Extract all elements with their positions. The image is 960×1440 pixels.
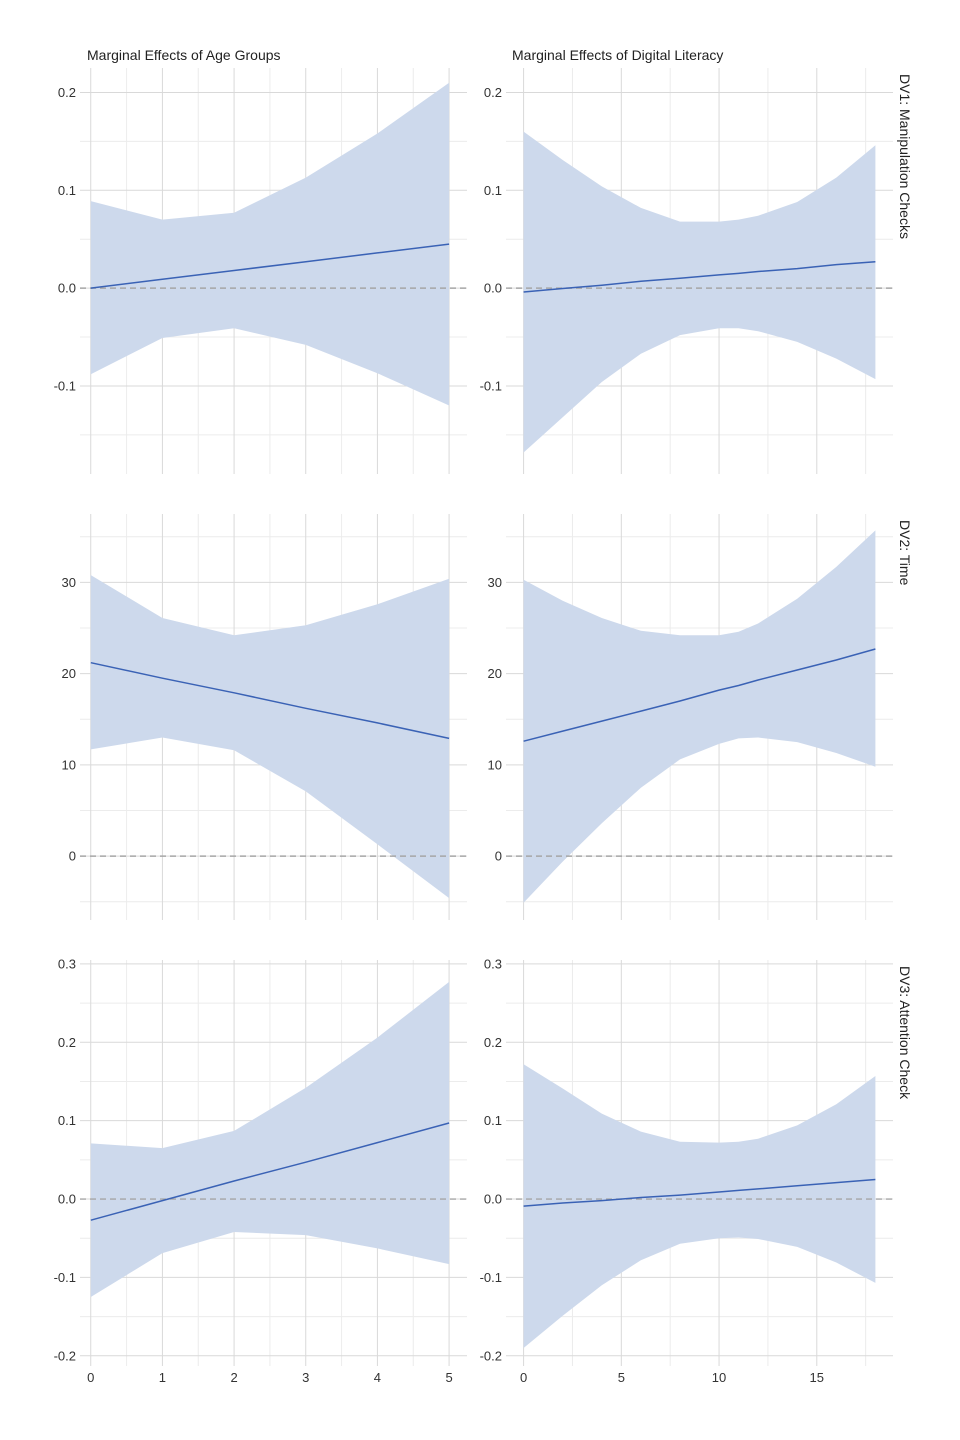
panel-r1c1: 0 10 20 30 bbox=[488, 514, 893, 920]
y-tick-label: -0.1 bbox=[54, 1270, 76, 1285]
y-tick-label: -0.1 bbox=[54, 378, 76, 393]
y-tick-label: 0.0 bbox=[484, 1192, 502, 1207]
row-label-dv2: DV2: Time bbox=[897, 520, 913, 586]
marginal-effect-line bbox=[90, 1122, 450, 1221]
confidence-ribbon bbox=[523, 131, 876, 453]
y-tick-label: 0.1 bbox=[58, 1113, 76, 1128]
y-tick-label: 0.1 bbox=[484, 183, 502, 198]
marginal-effect-line bbox=[523, 648, 876, 742]
marginal-effect-line bbox=[90, 243, 450, 289]
y-tick-label: 0 bbox=[69, 849, 76, 864]
y-tick-label: 0.0 bbox=[58, 281, 76, 296]
y-tick-label: 0 bbox=[495, 849, 502, 864]
marginal-effect-line bbox=[90, 661, 450, 740]
marginal-effect-line bbox=[523, 1178, 876, 1207]
column-title-age-groups: Marginal Effects of Age Groups bbox=[87, 47, 281, 63]
y-tick-label: 10 bbox=[62, 757, 76, 772]
y-tick-label: 0.2 bbox=[484, 85, 502, 100]
y-tick-label: 0.0 bbox=[58, 1192, 76, 1207]
confidence-ribbon bbox=[90, 981, 450, 1297]
x-tick-label: 0 bbox=[87, 1370, 94, 1385]
y-tick-label: 0.2 bbox=[58, 1035, 76, 1050]
confidence-ribbon bbox=[90, 82, 450, 406]
row-label-dv1: DV1: Manipulation Checks bbox=[897, 74, 913, 239]
x-tick-label: 10 bbox=[712, 1370, 726, 1385]
column-title-digital-literacy: Marginal Effects of Digital Literacy bbox=[512, 47, 723, 63]
x-tick-label: 2 bbox=[230, 1370, 237, 1385]
x-tick-label: 0 bbox=[520, 1370, 527, 1385]
y-tick-label: 20 bbox=[488, 666, 502, 681]
y-tick-label: 20 bbox=[62, 666, 76, 681]
panel-r0c0: -0.1 0.0 0.1 0.2 bbox=[54, 68, 467, 474]
y-tick-label: 0.0 bbox=[484, 281, 502, 296]
y-tick-label: 30 bbox=[488, 575, 502, 590]
y-tick-label: 0.2 bbox=[58, 85, 76, 100]
y-tick-label: 0.3 bbox=[484, 956, 502, 971]
y-tick-label: -0.2 bbox=[480, 1348, 502, 1363]
confidence-ribbon bbox=[90, 575, 450, 899]
y-tick-label: -0.1 bbox=[480, 378, 502, 393]
y-tick-label: -0.1 bbox=[480, 1270, 502, 1285]
x-tick-label: 15 bbox=[810, 1370, 824, 1385]
confidence-ribbon bbox=[523, 1064, 876, 1348]
panel-r0c1: -0.1 0.0 0.1 0.2 bbox=[480, 68, 893, 474]
x-tick-label: 1 bbox=[159, 1370, 166, 1385]
y-tick-label: -0.2 bbox=[54, 1348, 76, 1363]
y-tick-label: 0.1 bbox=[58, 183, 76, 198]
confidence-ribbon bbox=[523, 530, 876, 903]
y-tick-label: 30 bbox=[62, 575, 76, 590]
y-tick-label: 0.2 bbox=[484, 1035, 502, 1050]
y-tick-label: 0.3 bbox=[58, 956, 76, 971]
x-tick-label: 5 bbox=[445, 1370, 452, 1385]
row-label-dv3: DV3: Attention Check bbox=[897, 966, 913, 1100]
y-tick-label: 10 bbox=[488, 757, 502, 772]
x-tick-label: 4 bbox=[374, 1370, 381, 1385]
x-tick-label: 3 bbox=[302, 1370, 309, 1385]
y-tick-label: 0.1 bbox=[484, 1113, 502, 1128]
marginal-effect-line bbox=[523, 260, 876, 293]
panel-r2c1: -0.2 -0.1 0.0 0.1 0.2 0.3 0 5 10 15 bbox=[480, 956, 893, 1385]
panel-r1c0: 0 10 20 30 bbox=[62, 514, 467, 920]
panel-r2c0: -0.2 -0.1 0.0 0.1 0.2 0.3 0 1 2 3 4 5 bbox=[54, 956, 467, 1385]
x-tick-label: 5 bbox=[618, 1370, 625, 1385]
panels-group: -0.10.00.10.2-0.10.00.10.201020300102030… bbox=[54, 68, 893, 1385]
